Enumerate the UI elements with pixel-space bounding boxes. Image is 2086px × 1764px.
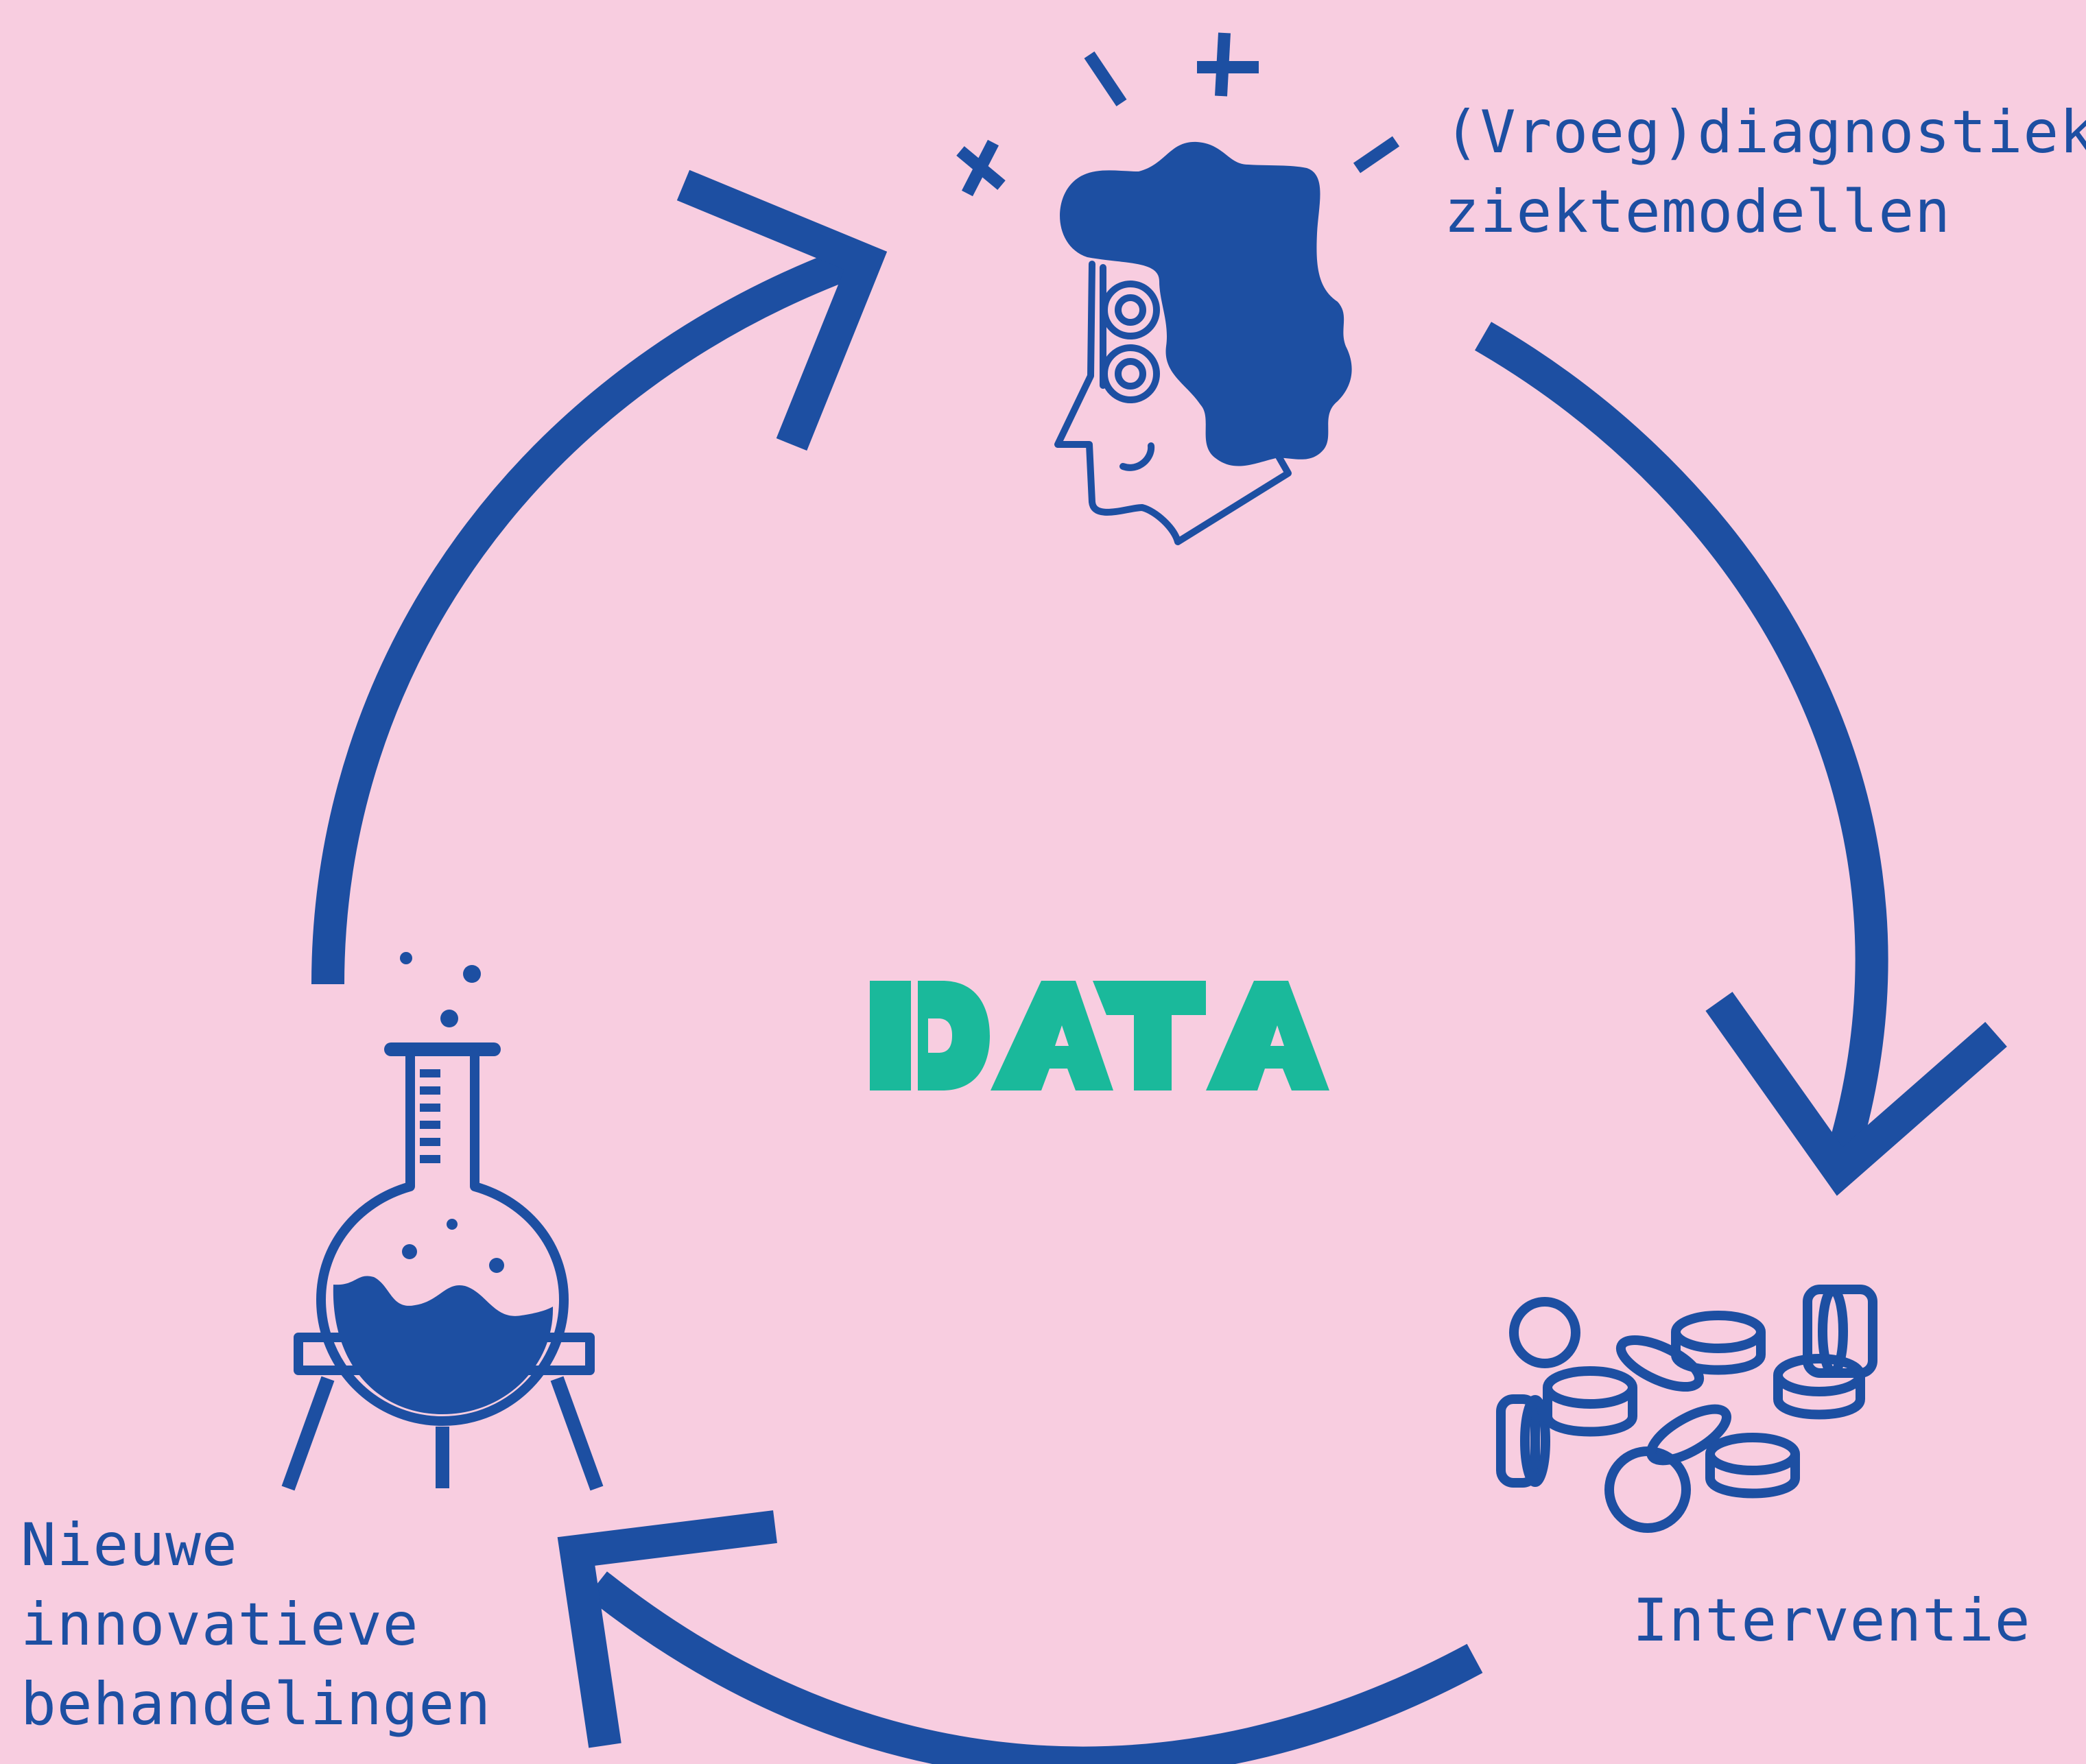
bubble-medium (463, 965, 481, 983)
glasses-pupil-top (1115, 294, 1146, 326)
disc-right-side (1773, 1375, 1865, 1420)
wordmark-letter-a2 (1206, 981, 1329, 1090)
bubble-large (440, 1010, 458, 1027)
thought-marks (956, 32, 1400, 197)
flask-bubble-1 (402, 1244, 417, 1259)
label-diagnostics: (Vroeg)diagnostiek & ziektemodellen (1444, 93, 2086, 252)
face-outline (1054, 261, 1292, 545)
hair-shape (1060, 141, 1352, 466)
wordmark-letter-d-cut (928, 1018, 952, 1053)
stand-leg-right (550, 1376, 604, 1491)
wordmark-letter-a1-cut (1055, 1025, 1069, 1046)
wordmark-letter-a1 (991, 981, 1113, 1090)
glasses-lens-bottom (1101, 344, 1160, 403)
label-intervention: Interventie (1633, 1581, 2031, 1660)
wordmark-letter-a2-cut (1270, 1025, 1284, 1046)
arrow-head-top (676, 169, 888, 451)
disc-middle-left-side (1543, 1387, 1637, 1437)
pill-round-top (1509, 1297, 1580, 1368)
flask-stand-top (294, 1333, 595, 1375)
capsule-left-face (1520, 1395, 1550, 1487)
label-intervention-line-1: Interventie (1633, 1586, 2031, 1655)
wordmark-letter-t (1093, 981, 1206, 1090)
thinking-head-icon (956, 32, 1400, 545)
capsule-left (1496, 1394, 1540, 1488)
arrow-diagnostics-to-intervention (1474, 322, 1888, 1178)
label-diagnostics-line-1: (Vroeg)diagnostiek & (1444, 98, 2086, 167)
disc-middle-left (1543, 1366, 1637, 1409)
label-diagnostics-line-2: ziektemodellen (1444, 178, 1951, 246)
flask-bubble-3 (489, 1258, 504, 1273)
label-treatments-line-1: Nieuwe (21, 1511, 238, 1580)
flask-bubble-2 (447, 1219, 458, 1230)
capsule-right (1803, 1285, 1877, 1378)
stand-leg-left (281, 1376, 335, 1491)
label-treatments-line-2: innovatieve (21, 1590, 419, 1659)
disc-bottom-right-side (1705, 1454, 1800, 1499)
arrow-head-right (1705, 992, 2007, 1196)
glasses-pupil-bottom (1115, 358, 1146, 390)
arrow-intervention-to-treatments (586, 1571, 1483, 1764)
pills-icon (1496, 1285, 1877, 1533)
capsule-right-face (1818, 1285, 1848, 1377)
glasses-lens-top (1101, 281, 1160, 339)
data-center-word: DATA (870, 981, 1329, 1090)
arrow-head-bottom (557, 1510, 777, 1748)
arrow-treatments-to-diagnostics (311, 241, 870, 985)
data-wordmark (870, 981, 1329, 1090)
disc-tilted-top (1615, 1335, 1705, 1392)
flask-liquid (333, 1276, 554, 1414)
bubble-small (400, 952, 412, 964)
cycle-arrows (311, 169, 2007, 1764)
flask-gradation (420, 1069, 440, 1163)
disc-tilted-bottom (1646, 1404, 1732, 1466)
disc-top-center (1671, 1311, 1766, 1353)
flask-body (316, 1046, 569, 1426)
label-treatments: Nieuwe innovatieve behandelingen (21, 1505, 491, 1744)
mouth (1119, 442, 1155, 471)
lab-flask-icon (281, 952, 604, 1491)
disc-bottom-right (1705, 1433, 1800, 1475)
label-treatments-line-3: behandelingen (21, 1670, 492, 1739)
